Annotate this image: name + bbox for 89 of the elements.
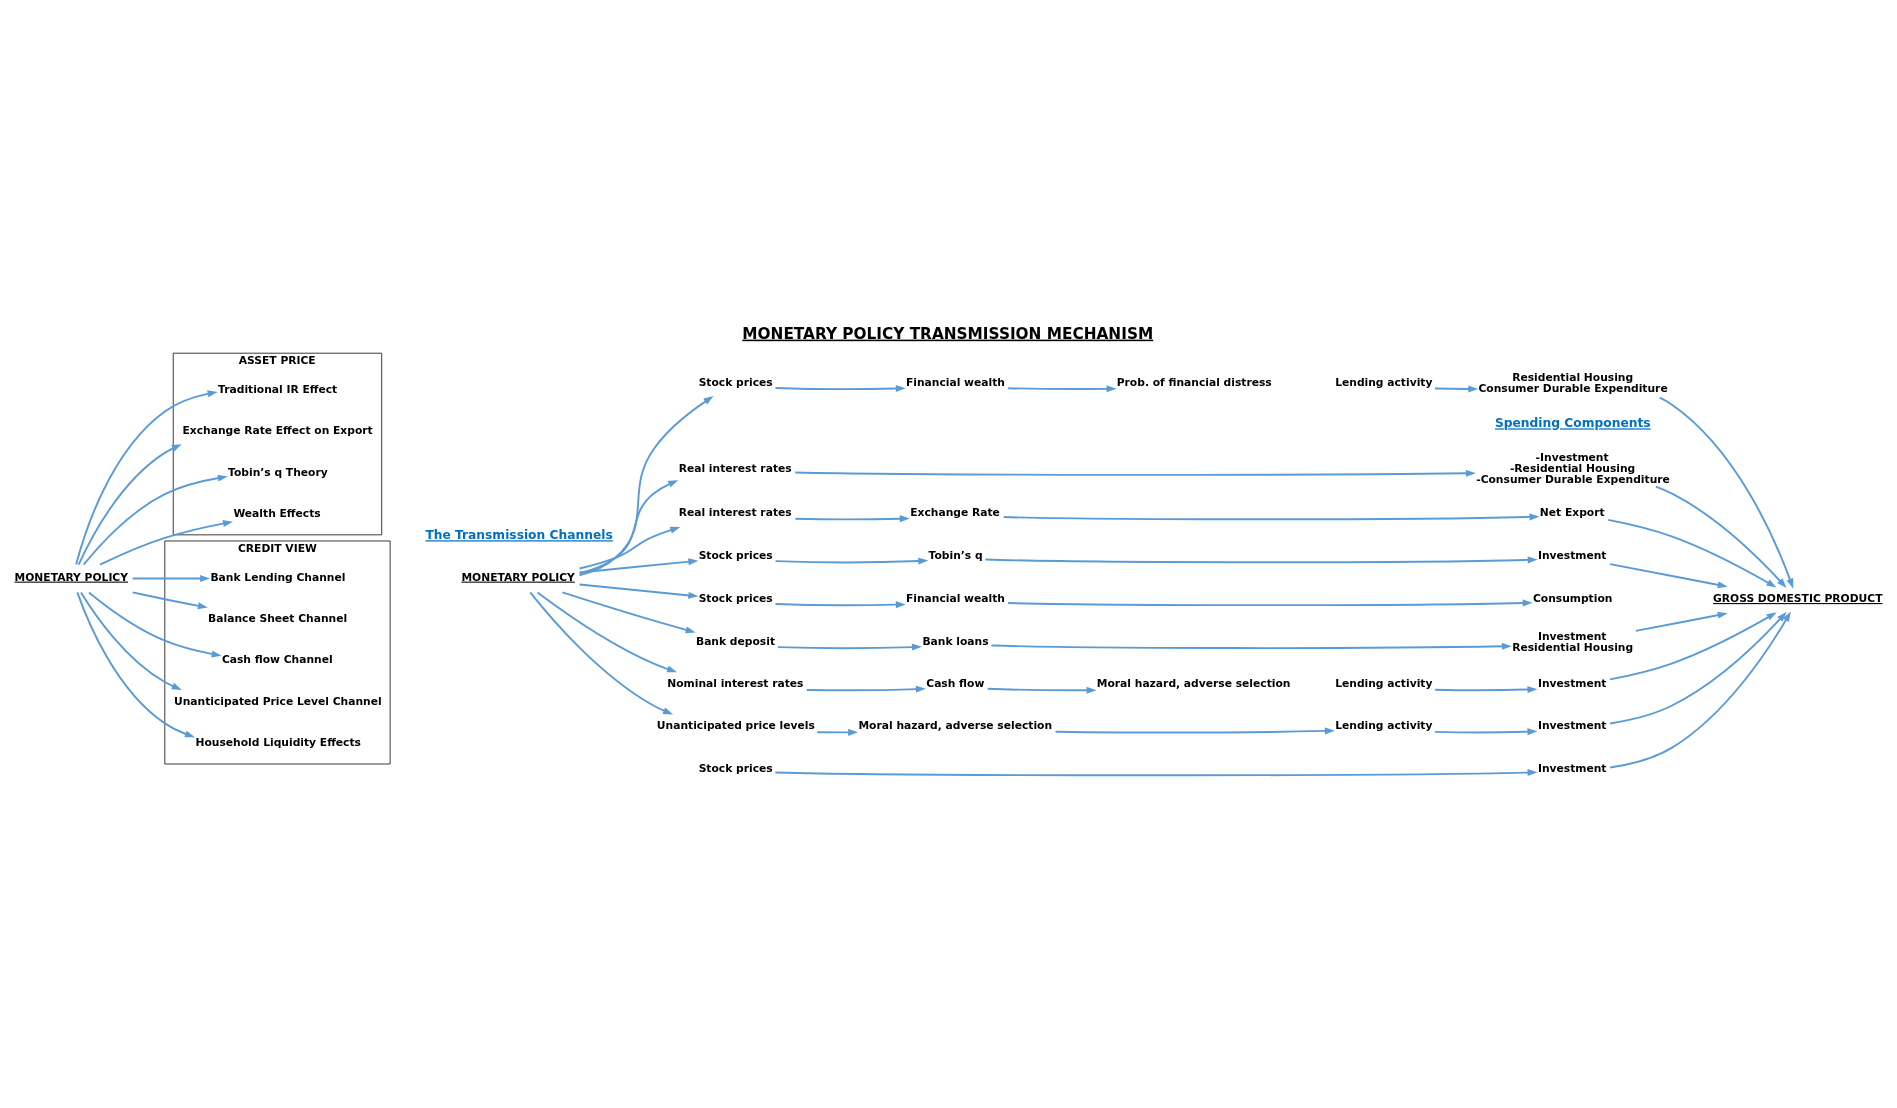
arrow	[1054, 727, 1335, 735]
node-text: Real interest rates	[678, 506, 792, 520]
node-text: Unanticipated Price Level Channel	[174, 694, 382, 708]
arrow	[816, 728, 859, 736]
node-text: Unanticipated price levels	[656, 719, 815, 733]
node-text: Traditional IR Effect	[218, 382, 338, 396]
node-text: Wealth Effects	[233, 506, 321, 520]
arrow	[536, 591, 678, 673]
node-text: Investment	[1537, 549, 1607, 563]
arrow	[578, 480, 679, 575]
node-text: MONETARY POLICY	[461, 570, 575, 584]
arrow	[990, 642, 1512, 650]
arrow	[131, 591, 208, 610]
node-text: Bank loans	[922, 634, 989, 648]
arrow	[76, 591, 195, 738]
arrow	[578, 583, 699, 599]
arrow	[1634, 611, 1728, 632]
node-text: Financial wealth	[905, 375, 1005, 389]
arrow	[774, 769, 1538, 777]
node-text: Cash flow	[926, 677, 985, 691]
node-text: Consumption	[1532, 592, 1613, 606]
arrow	[1658, 396, 1794, 589]
node-text: -Investment -Residential Housing -Consumer Durable Expenditure	[1476, 451, 1670, 486]
arrow	[1007, 385, 1117, 393]
arrow	[1609, 563, 1728, 589]
arrow	[1434, 728, 1538, 736]
node-text: Real interest rates	[678, 461, 792, 475]
node-text: GROSS DOMESTIC PRODUCT	[1713, 592, 1883, 606]
arrow	[82, 474, 228, 566]
node-text: Investment	[1537, 762, 1607, 776]
arrow	[984, 556, 1538, 564]
node-text: Exchange Rate Effect on Export	[182, 424, 373, 438]
arrow	[1002, 513, 1540, 521]
arrow	[774, 385, 906, 392]
node-text: Residential Housing Consumer Durable Expenditure	[1478, 370, 1668, 395]
node-text: Stock prices	[698, 592, 773, 606]
arrow	[777, 643, 922, 651]
node-text: Financial wealth	[905, 592, 1005, 606]
node-text: Net Export	[1539, 506, 1605, 520]
arrow	[1607, 518, 1777, 588]
arrow	[1434, 385, 1479, 393]
arrow	[578, 396, 714, 577]
arrow	[774, 557, 929, 565]
node-text: Exchange Rate	[910, 506, 1000, 520]
node-text: Lending activity	[1335, 677, 1433, 691]
arrow	[1609, 612, 1777, 681]
node-text: Investment	[1537, 677, 1607, 691]
node-text: Tobin’s q	[928, 549, 983, 563]
arrow	[1609, 611, 1791, 769]
node-text: Lending activity	[1335, 375, 1433, 389]
diagram-title: MONETARY POLICY TRANSMISSION MECHANISM	[742, 324, 1154, 343]
arrow	[529, 591, 674, 715]
node-text: Prob. of financial distress	[1116, 375, 1272, 389]
label: The Transmission Channels	[425, 528, 613, 543]
node-text: Balance Sheet Channel	[208, 611, 348, 625]
node-text: Investment Residential Housing	[1512, 630, 1634, 654]
arrow	[1654, 485, 1787, 588]
arrow	[80, 591, 182, 690]
arrow	[75, 390, 218, 566]
arrow	[986, 686, 1097, 694]
node-text: Stock prices	[698, 762, 773, 776]
node-text: Bank deposit	[695, 634, 776, 648]
arrow	[794, 515, 910, 523]
node-text: Investment	[1537, 719, 1607, 733]
node-text: Cash flow Channel	[221, 653, 333, 667]
node-text: Moral hazard, adverse selection	[1096, 677, 1291, 691]
arrow	[561, 591, 696, 634]
arrow	[87, 591, 222, 658]
arrow	[794, 469, 1476, 477]
node-text: Tobin’s q Theory	[228, 465, 328, 479]
node-text: Lending activity	[1335, 719, 1433, 733]
arrow	[1609, 612, 1787, 725]
node-text: MONETARY POLICY	[14, 570, 129, 584]
label: Spending Components	[1494, 416, 1651, 431]
arrow	[99, 520, 233, 566]
arrow	[131, 575, 211, 583]
node-text: Stock prices	[698, 375, 773, 389]
arrow	[805, 685, 926, 693]
arrow	[578, 558, 699, 574]
arrow	[1434, 686, 1538, 694]
node-text: Moral hazard, adverse selection	[858, 719, 1053, 733]
arrow	[578, 526, 681, 570]
arrow	[774, 601, 906, 609]
node-text: Nominal interest rates	[667, 677, 804, 691]
arrow	[77, 444, 182, 566]
node-text: Bank Lending Channel	[210, 570, 346, 584]
node-text: Household Liquidity Effects	[195, 736, 361, 750]
node-text: Stock prices	[698, 549, 773, 563]
arrow	[1007, 599, 1533, 607]
